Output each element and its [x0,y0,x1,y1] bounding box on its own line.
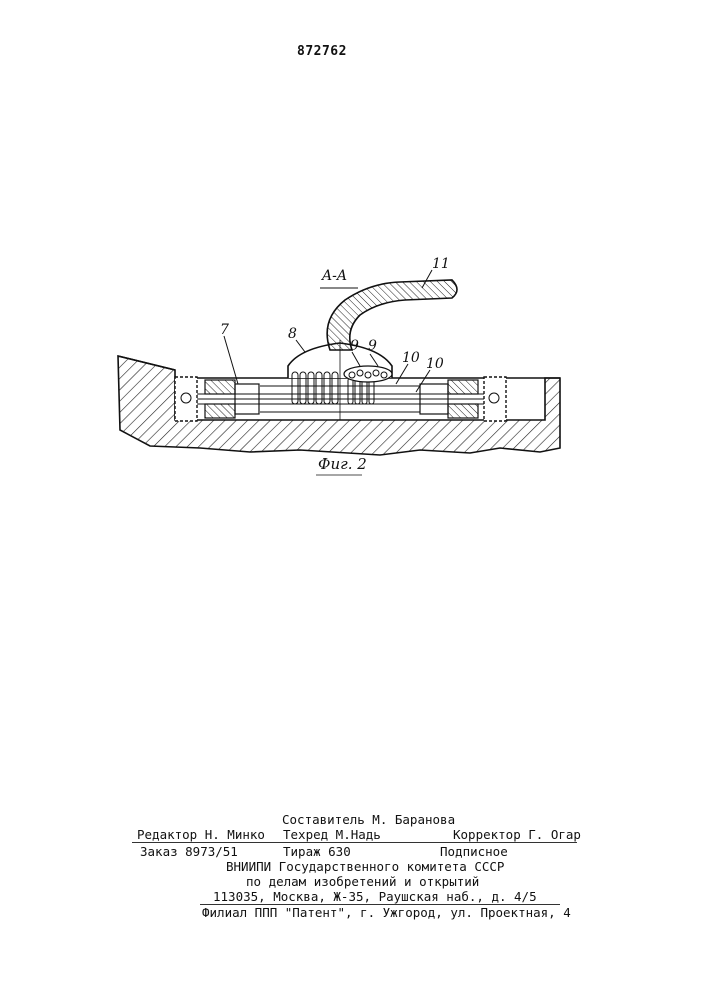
order: Заказ 8973/51 [140,844,238,860]
left-end-block [175,377,197,421]
branch: Филиал ППП "Патент", г. Ужгород, ул. Про… [202,905,571,921]
callout-9a: 9 [350,338,359,354]
callout-10b: 10 [426,356,444,372]
organization-line-1: ВНИИПИ Государственного комитета СССР [226,859,504,875]
techred: Техред М.Надь [283,827,381,843]
callout-8: 8 [288,326,297,342]
address: 113035, Москва, Ж-35, Раушская наб., д. … [213,889,537,905]
right-end-block [484,377,506,421]
technical-drawing [0,0,707,520]
corrector: Корректор Г. Огар [453,827,581,843]
section-label: A-A [322,268,347,284]
figure-caption: Фиг. 2 [318,455,367,473]
compiler: Составитель М. Баранова [282,812,455,828]
callout-11: 11 [432,256,450,272]
callout-10a: 10 [402,350,420,366]
cable-11 [327,280,457,350]
editor: Редактор Н. Минко [137,827,265,843]
organization-line-2: по делам изобретений и открытий [246,874,479,890]
callout-7: 7 [220,322,229,338]
circulation: Тираж 630 [283,844,351,860]
callout-9b: 9 [368,338,377,354]
subscription: Подписное [440,844,508,860]
divider-line [132,842,577,843]
